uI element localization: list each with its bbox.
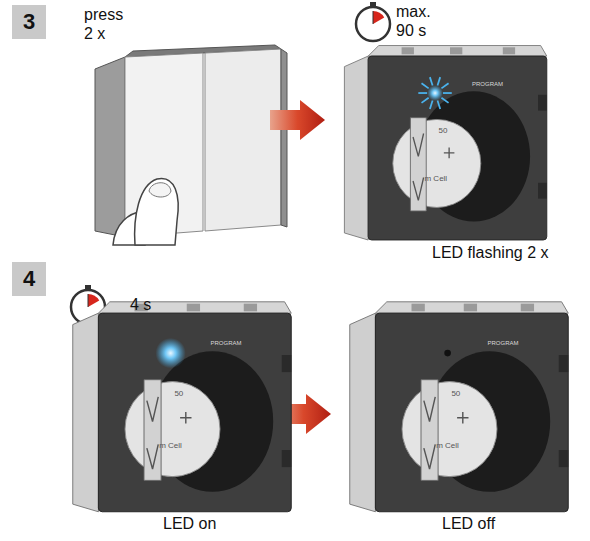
- device-insert: [73, 302, 292, 512]
- step-number: 3: [12, 5, 46, 39]
- device-marking: PROGRAM: [488, 340, 519, 347]
- device-marking: m Cell: [159, 441, 182, 451]
- step-number: 4: [12, 262, 46, 296]
- device-marking: 50: [174, 389, 183, 399]
- rocker-switch: [95, 45, 287, 245]
- instruction-text: max. 90 s: [396, 2, 438, 40]
- instruction-text: 4 s: [130, 295, 151, 314]
- instruction-text: press 2 x: [84, 5, 130, 43]
- step-number-text: 4: [23, 268, 35, 290]
- device-marking: m Cell: [436, 441, 459, 451]
- device-marking: 50: [451, 389, 460, 399]
- step-arrow: [270, 100, 325, 140]
- instruction-text: LED on: [163, 514, 216, 533]
- device-insert: [350, 302, 569, 512]
- device-insert: [344, 46, 546, 240]
- device-marking: 50: [439, 126, 448, 136]
- instruction-text: LED flashing 2 x: [432, 243, 549, 262]
- timer-icon: [356, 2, 390, 41]
- instruction-text: LED off: [442, 514, 495, 533]
- step-number-text: 3: [23, 11, 35, 33]
- device-marking: m Cell: [424, 174, 447, 184]
- device-marking: PROGRAM: [472, 81, 503, 88]
- device-marking: PROGRAM: [211, 340, 242, 347]
